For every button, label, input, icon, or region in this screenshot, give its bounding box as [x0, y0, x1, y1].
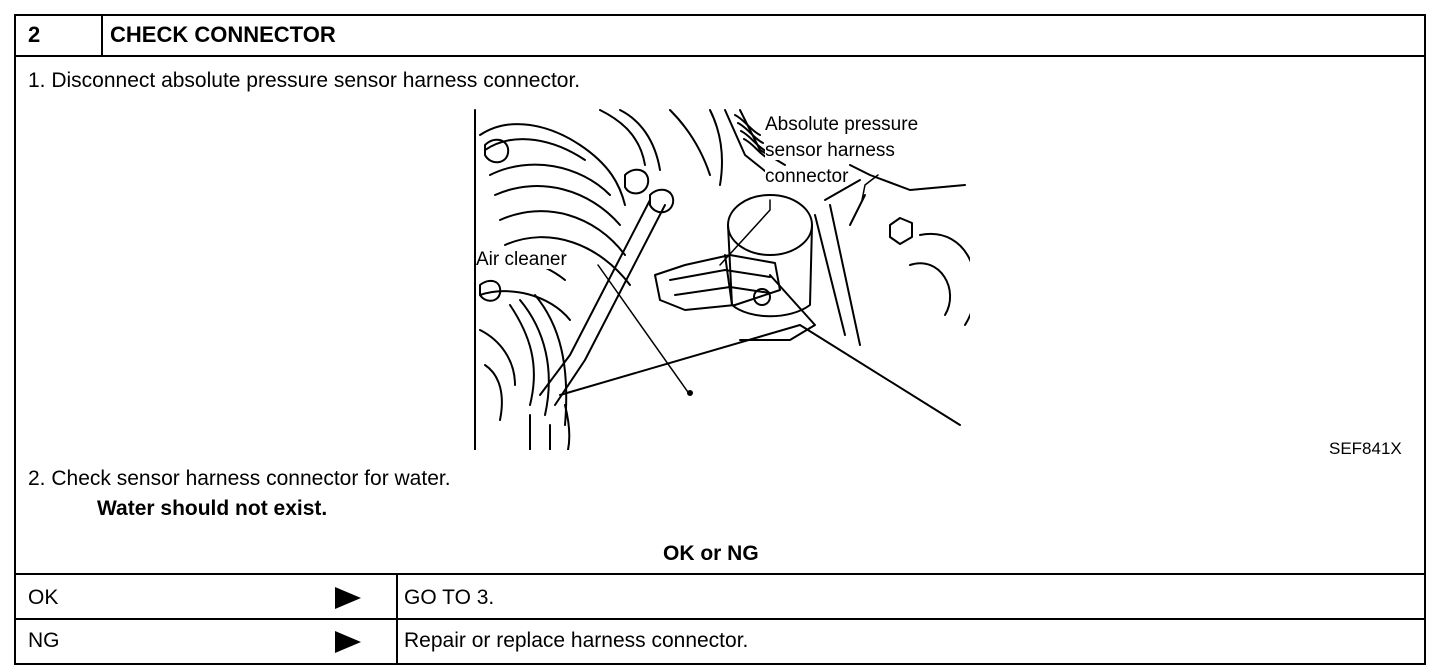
results-column-divider [396, 573, 398, 665]
decision-label: OK or NG [663, 542, 759, 565]
results-middle-rule [14, 618, 1426, 620]
figure-code: SEF841X [1329, 439, 1402, 458]
results-top-rule [14, 573, 1426, 575]
result-condition: NG [28, 629, 60, 652]
header-bottom-rule [14, 55, 1426, 57]
label-air-cleaner: Air cleaner [476, 249, 567, 270]
instruction-1: 1. Disconnect absolute pressure sensor h… [28, 69, 581, 92]
result-action: Repair or replace harness connector. [404, 629, 749, 652]
result-condition: OK [28, 586, 59, 609]
procedure-table-border [14, 14, 1426, 665]
instruction-2: 2. Check sensor harness connector for wa… [28, 467, 451, 490]
triangle-right-icon [335, 631, 361, 653]
label-connector-line3: connector [765, 166, 849, 187]
step-number: 2 [28, 22, 41, 47]
label-connector-line2: sensor harness [765, 140, 895, 161]
step-title: CHECK CONNECTOR [110, 22, 336, 47]
header-divider [101, 14, 103, 57]
result-action: GO TO 3. [404, 586, 495, 609]
label-connector-line1: Absolute pressure [765, 114, 919, 135]
expected-result: Water should not exist. [97, 497, 328, 520]
engine-bay-illustration [474, 109, 970, 450]
triangle-right-icon [335, 587, 361, 609]
